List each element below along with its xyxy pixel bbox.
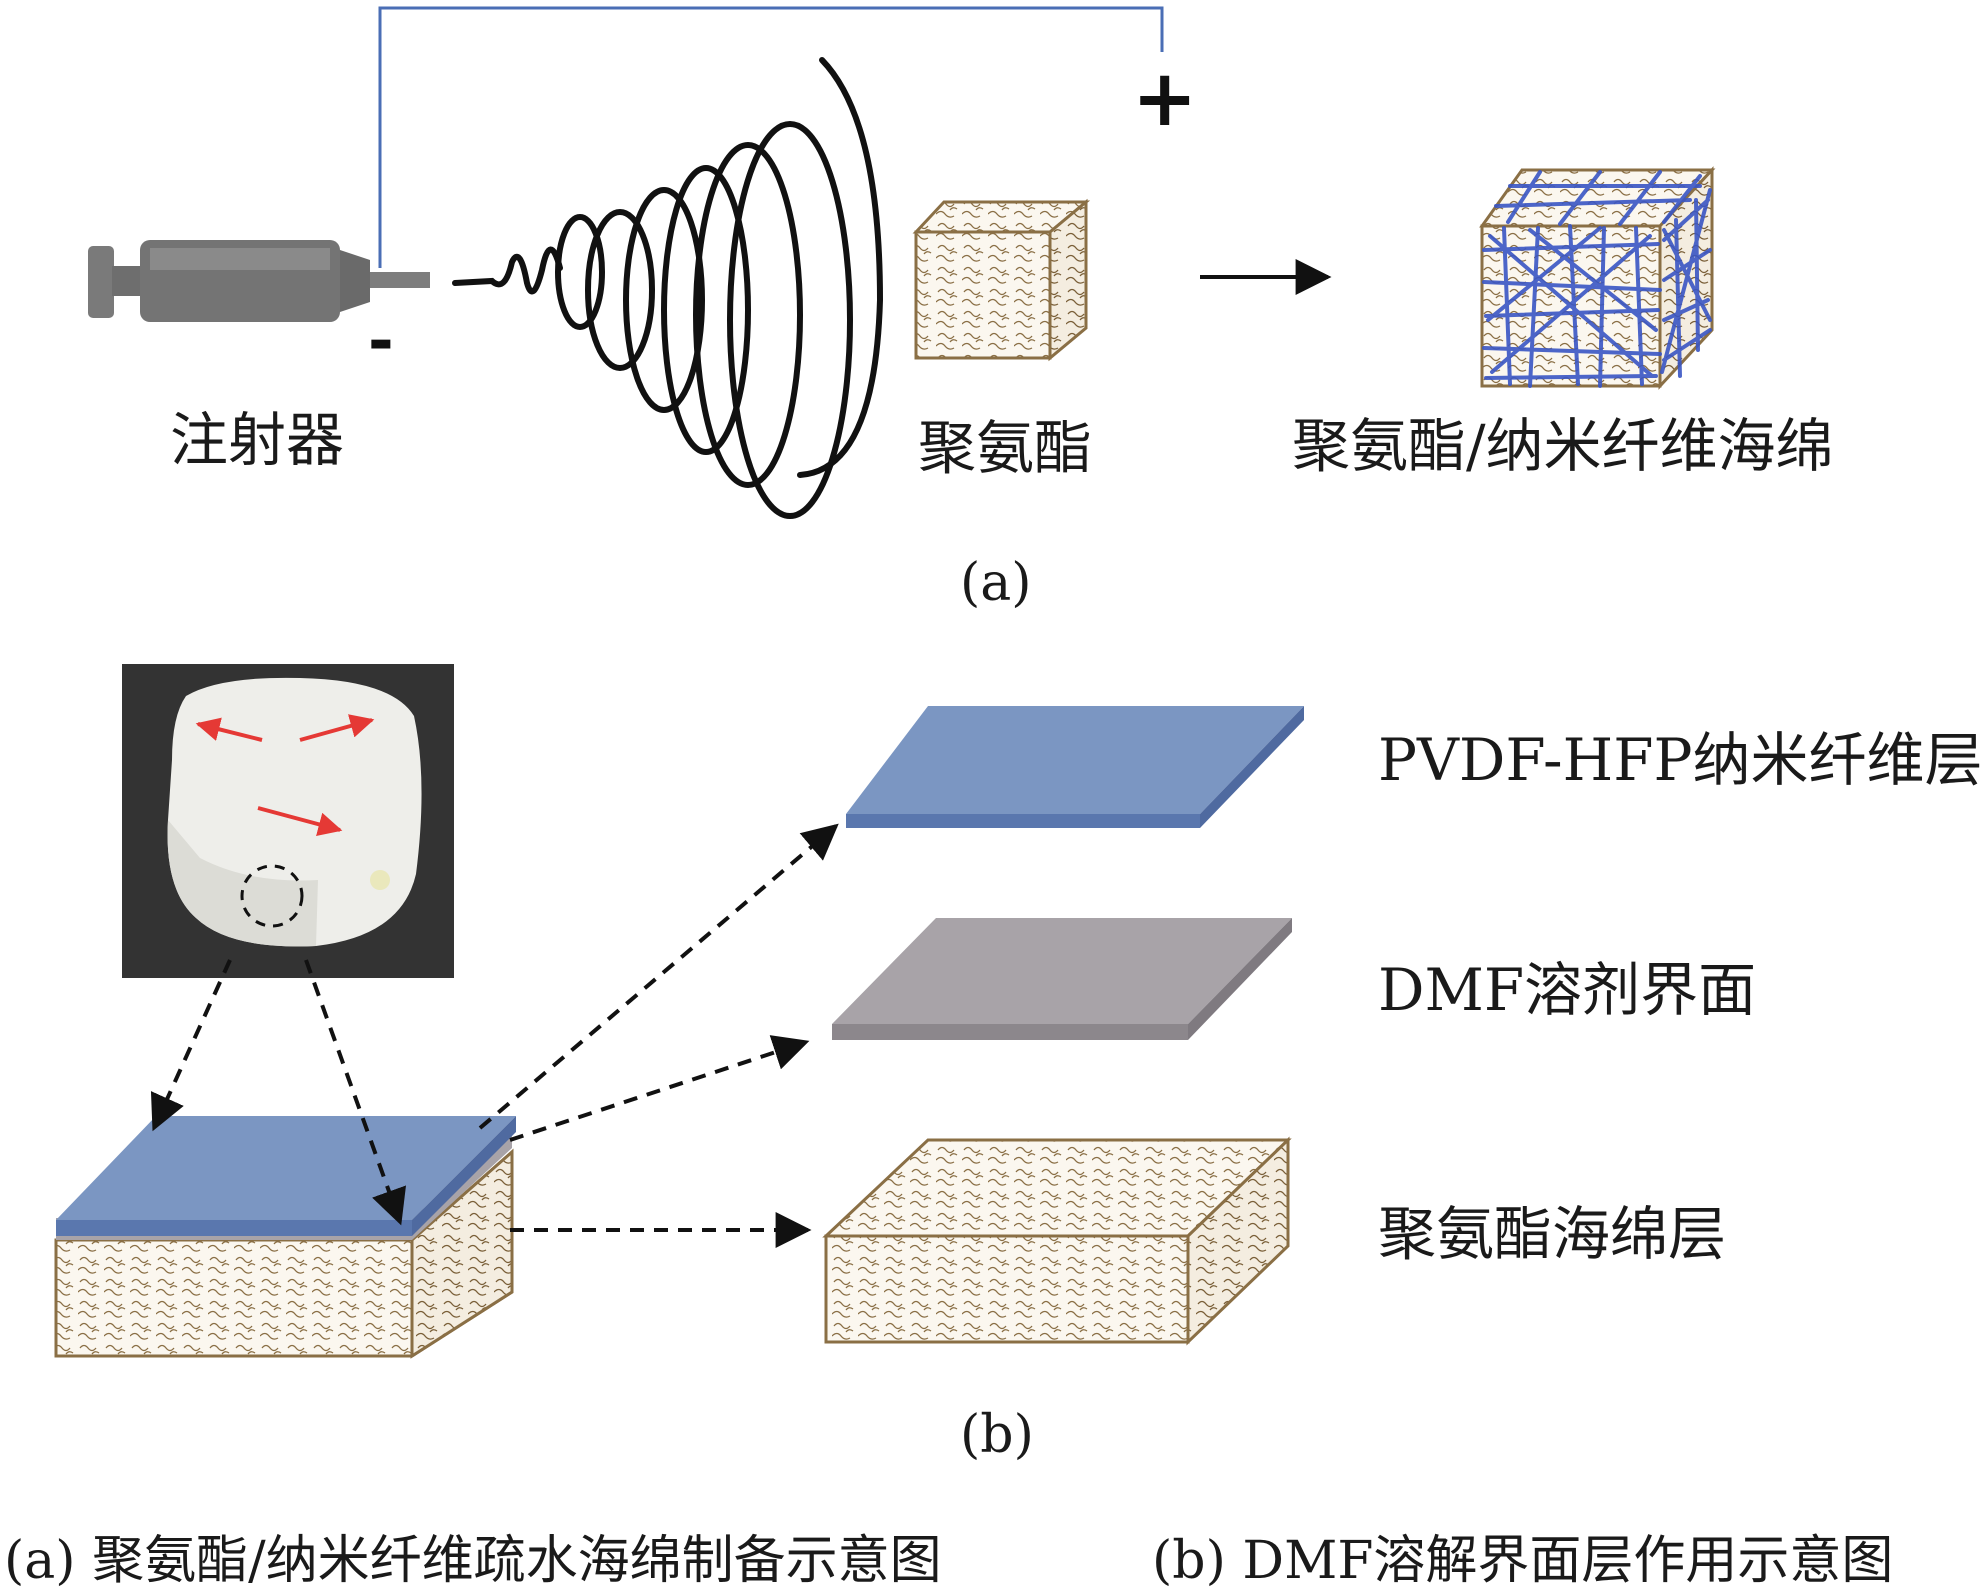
dmf-label: DMF溶剂界面 [1378, 956, 1756, 1024]
figure-caption: (a) 聚氨酯/纳米纤维疏水海绵制备示意图 (b) DMF溶解界面层作用示意图 [4, 1531, 1893, 1591]
caption-b: (b) DMF溶解界面层作用示意图 [1152, 1531, 1893, 1591]
syringe-label: 注射器 [170, 406, 344, 474]
composite-sponge-cube [1479, 166, 1716, 390]
part-b: PVDF-HFP纳米纤维层 DMF溶剂界面 聚氨酯海绵层 (b) [54, 664, 1983, 1465]
plus-sign: + [1132, 54, 1197, 144]
sponge-label: 聚氨酯/纳米纤维海绵 [1292, 412, 1834, 480]
polyurethane-cube [912, 198, 1091, 362]
composite-block [54, 1116, 516, 1359]
sponge-photo [122, 664, 454, 978]
pu-layer [822, 1136, 1292, 1346]
pvdf-layer [846, 706, 1304, 828]
panel-a-label: (a) [960, 553, 1032, 613]
pvdf-label: PVDF-HFP纳米纤维层 [1378, 726, 1983, 794]
caption-a: (a) 聚氨酯/纳米纤维疏水海绵制备示意图 [4, 1531, 942, 1591]
circuit-wire [378, 6, 1164, 268]
spinning-jet [452, 57, 884, 519]
pu-layer-label: 聚氨酯海绵层 [1378, 1200, 1726, 1268]
syringe-icon [88, 240, 430, 322]
panel-b-label: (b) [960, 1405, 1034, 1465]
polyurethane-label: 聚氨酯 [918, 414, 1092, 482]
minus-sign: - [368, 304, 394, 377]
part-a: - + 聚氨酯 [88, 6, 1834, 613]
dmf-layer [832, 918, 1292, 1040]
photo-connectors [150, 823, 839, 1248]
